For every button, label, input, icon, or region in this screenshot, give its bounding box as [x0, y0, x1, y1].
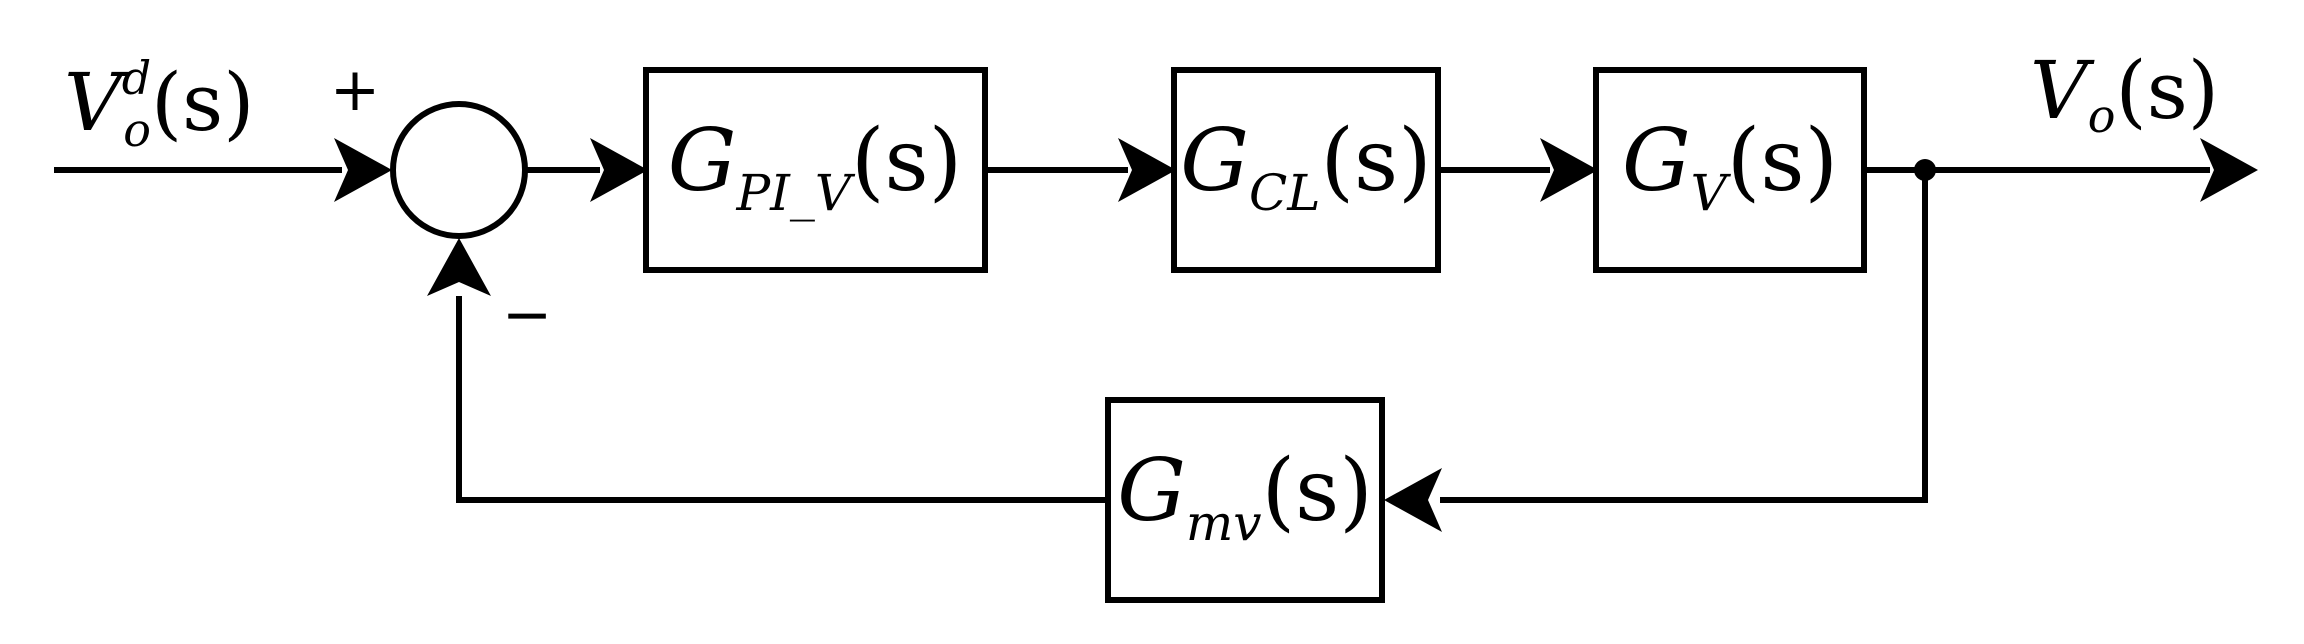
pi-controller-label: GPI_V(s) — [668, 111, 962, 222]
minus-sign: − — [502, 280, 552, 350]
pi-controller-block — [643, 67, 988, 273]
output-arrowhead — [2200, 138, 2258, 202]
input-arrowhead — [334, 138, 392, 202]
plus-sign: + — [330, 55, 380, 125]
current-loop-label: GCL(s) — [1180, 111, 1431, 222]
current-loop-block — [1171, 67, 1441, 273]
sum-to-pi-arrowhead — [590, 138, 648, 202]
summing-junction — [390, 101, 528, 239]
measurement-block — [1105, 397, 1385, 603]
feedback-return-line — [456, 296, 1110, 503]
output-signal-label: Vo(s) — [2030, 44, 2219, 143]
branch-point-dot — [1914, 159, 1936, 181]
feedback-down-line — [1440, 170, 1928, 503]
voltage-plant-label: GV(s) — [1622, 111, 1838, 222]
voltage-plant-block — [1593, 67, 1867, 273]
measurement-label: Gmv(s) — [1117, 441, 1373, 552]
feedback-into-gmv-arrowhead — [1384, 468, 1442, 532]
feedback-into-sum-arrowhead — [427, 238, 491, 296]
pi-to-cl-arrowhead — [1118, 138, 1176, 202]
cl-to-v-arrowhead — [1540, 138, 1598, 202]
